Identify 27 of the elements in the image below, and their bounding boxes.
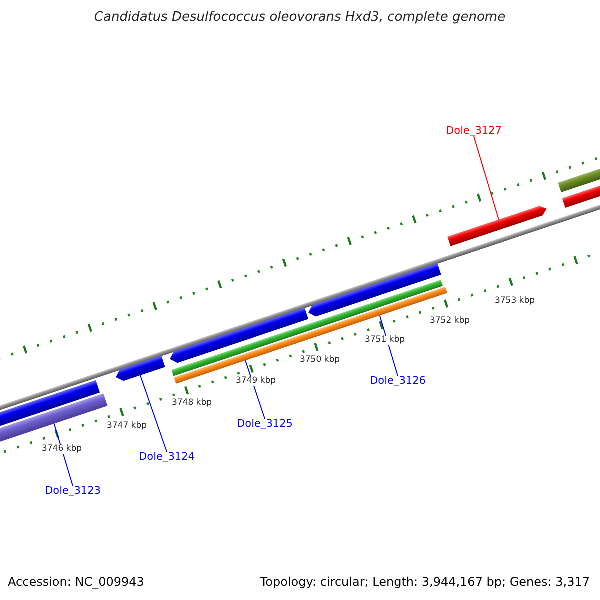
scale-label: 3751 kbp <box>364 336 406 344</box>
scale-label: 3748 kbp <box>172 399 212 408</box>
gene-label: Dole_3127 <box>446 126 502 136</box>
scale-label: 3750 kbp <box>300 356 340 364</box>
leader-line <box>474 136 500 220</box>
gene-feature <box>0 380 100 426</box>
gene-feature <box>0 394 108 442</box>
gene-label: Dole_3125 <box>237 419 293 430</box>
gene-label: Dole_3126 <box>370 376 426 386</box>
leader-line <box>140 375 168 452</box>
scale-label: 3749 kbp <box>236 377 276 386</box>
scale-label: 3753 kbp <box>494 297 536 306</box>
footer-text: Topology: circular; Length: 3,944,167 bp; Genes: 3,317 <box>260 576 590 588</box>
footer-text: Accession: NC_009943 <box>8 576 144 588</box>
leader-line <box>245 360 266 420</box>
gene-feature <box>448 206 547 246</box>
gene-label: Dole_3123 <box>45 486 101 496</box>
gene-feature <box>116 356 166 382</box>
scale-label: 3752 kbp <box>430 317 470 326</box>
gene-feature <box>558 169 600 192</box>
title: Candidatus Desulfococcus oleovorans Hxd3, complete genome <box>94 11 506 24</box>
scale-label: 3747 kbp <box>106 422 148 430</box>
gene-label: Dole_3124 <box>139 452 195 462</box>
gene-feature <box>308 263 442 317</box>
scale-label: 3746 kbp <box>42 445 82 454</box>
gene-feature <box>562 186 600 208</box>
leader-line <box>379 315 398 376</box>
